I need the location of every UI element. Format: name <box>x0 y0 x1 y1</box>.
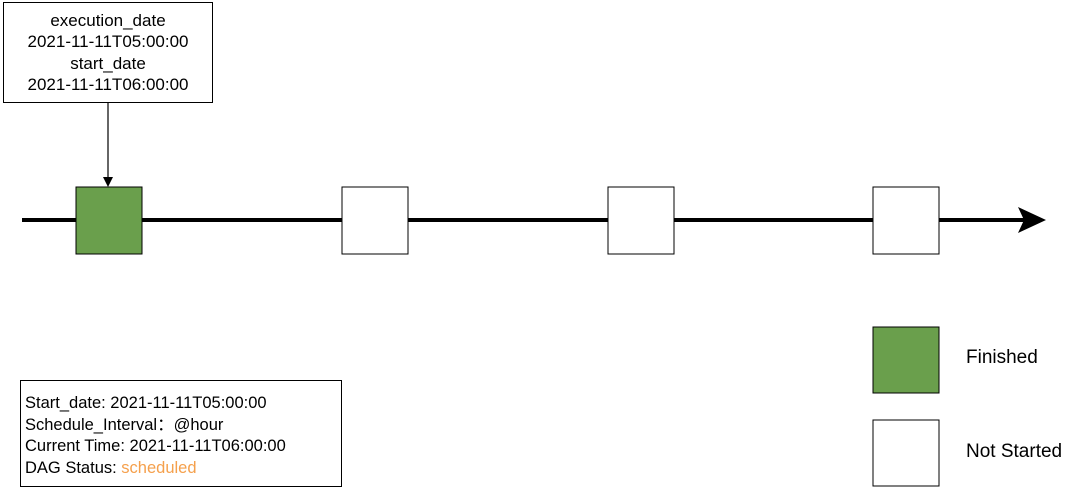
execution-callout: execution_date 2021-11-11T05:00:00 start… <box>3 2 213 103</box>
run-box-2 <box>341 186 409 255</box>
timeline-runs <box>75 186 940 255</box>
start-date-label: start_date <box>70 53 146 73</box>
callout-arrowhead <box>103 177 113 187</box>
dag-status-value: scheduled <box>121 458 197 477</box>
run-box-3 <box>607 186 675 255</box>
legend-finished-swatch <box>872 326 940 394</box>
legend-finished-label: Finished <box>966 347 1038 368</box>
dag-status-label: DAG Status: <box>25 458 122 477</box>
info-dag-status: DAG Status: scheduled <box>25 458 341 480</box>
info-start-date: Start_date: 2021-11-11T05:00:00 <box>25 394 267 412</box>
execution-date-label: execution_date <box>50 10 166 30</box>
execution-date-value: 2021-11-11T05:00:00 <box>27 32 189 51</box>
run-box-1 <box>75 186 143 255</box>
start-date-value: 2021-11-11T06:00:00 <box>27 75 189 94</box>
info-current-time: Current Time: 2021-11-11T06:00:00 <box>25 437 286 455</box>
legend-not-started-swatch <box>872 419 940 487</box>
legend-not-started-label: Not Started <box>966 441 1063 462</box>
info-schedule-interval: Schedule_Interval：@hour <box>25 415 224 434</box>
run-box-4 <box>872 186 940 255</box>
dag-info-box: Start_date: 2021-11-11T05:00:00 Schedule… <box>20 380 342 487</box>
timeline-arrowhead <box>1018 207 1046 233</box>
